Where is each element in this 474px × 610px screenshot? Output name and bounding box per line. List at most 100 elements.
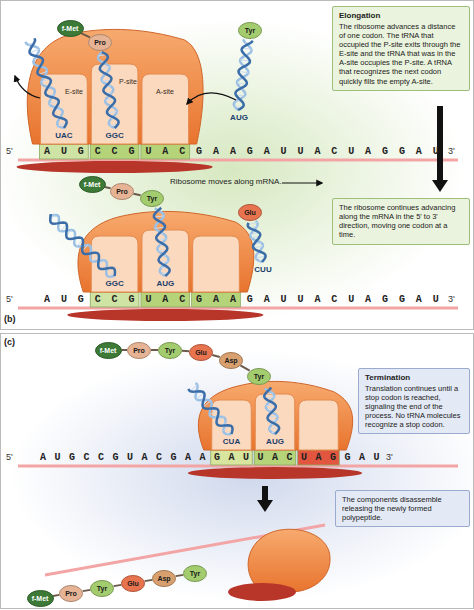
- amino-acid: f-Met: [57, 20, 84, 37]
- peptide-bond: [151, 349, 158, 351]
- background-haze: [0, 18, 465, 322]
- peptide-bond: [176, 575, 184, 576]
- panel-letter: (c): [4, 337, 15, 347]
- amino-acid-name: Tyr: [245, 27, 255, 34]
- callout-heading: Elongation: [339, 11, 463, 21]
- amino-acid-name: Pro: [65, 590, 77, 597]
- amino-acid: Tyr: [140, 190, 164, 207]
- amino-acid-name: f-Met: [84, 181, 101, 188]
- amino-acid-name: Tyr: [165, 347, 175, 354]
- small-subunit: [188, 467, 363, 479]
- callout-text: Translation continues until a stop codon…: [365, 384, 463, 430]
- site-label: E-site: [65, 88, 83, 96]
- strand-end-label: 3': [386, 452, 393, 462]
- ribosome-site: [193, 236, 240, 292]
- trna-strand: [49, 215, 114, 277]
- amino-acid: Pro: [110, 183, 134, 200]
- amino-acid: Pro: [59, 585, 83, 602]
- callout-box: TerminationTranslation continues until a…: [358, 368, 470, 434]
- peptide-bond: [240, 365, 249, 370]
- amino-acid: f-Met: [95, 342, 122, 359]
- amino-acid: Tyr: [90, 580, 114, 597]
- amino-acid-outline: [89, 34, 112, 50]
- site-label: A-site: [156, 88, 174, 96]
- amino-acid-name: Tyr: [147, 195, 157, 202]
- trna-rung: [107, 111, 117, 113]
- trna-strand: [154, 208, 170, 276]
- peptide-bond: [133, 194, 140, 196]
- note-text: Ribosome moves along mRNA.: [170, 177, 282, 186]
- anticodon-label: AUG: [230, 113, 248, 122]
- amino-acid: Glu: [238, 204, 262, 221]
- amino-acid-name: Glu: [127, 580, 139, 587]
- trna-strand: [100, 52, 119, 128]
- large-subunit: [27, 29, 203, 144]
- motion-arrow: [15, 76, 40, 98]
- amino-acid-name: Pro: [116, 188, 128, 195]
- trna-helix: [25, 38, 66, 128]
- trna-strand: [50, 214, 115, 276]
- callout-text: The components disassemble releasing the…: [342, 495, 463, 522]
- amino-acid-outline: [128, 342, 151, 358]
- peptide-bond: [212, 355, 220, 357]
- mrna-sequence: AUGCCGUACGAAGAUUACUAGGAU: [44, 146, 450, 158]
- ribosome-site: [41, 74, 88, 144]
- amino-acid-name: Tyr: [97, 585, 107, 592]
- trna-helix: [189, 383, 233, 434]
- callout-box: The ribosome continues advancing along t…: [332, 198, 470, 245]
- callout-box: ElongationThe ribosome advances a distan…: [332, 6, 470, 91]
- trna-strand: [248, 223, 266, 262]
- amino-acid-name: f-Met: [32, 595, 49, 602]
- amino-acid: Glu: [121, 575, 145, 592]
- trna-helix: [248, 221, 266, 262]
- amino-acid-name: f-Met: [62, 25, 79, 32]
- amino-acid: Tyr: [238, 22, 262, 39]
- trna-helix: [49, 214, 115, 276]
- amino-acid-outline: [141, 190, 164, 206]
- peptide-bond: [83, 590, 91, 591]
- callout-text: The ribosome advances a distance of one …: [339, 22, 463, 86]
- amino-acid: Tyr: [183, 565, 207, 582]
- amino-acid-outline: [220, 352, 243, 368]
- step-arrow: [257, 486, 273, 512]
- amino-acid-name: Asp: [157, 575, 170, 582]
- anticodon-label: AUG: [266, 437, 284, 446]
- trna-rung: [154, 216, 164, 217]
- trna-strand: [264, 388, 279, 434]
- trna-helix: [98, 52, 119, 128]
- amino-acid: Pro: [88, 34, 112, 51]
- large-subunit: [248, 529, 330, 592]
- anticodon-label: CUA: [223, 437, 240, 446]
- amino-acid: f-Met: [79, 176, 106, 193]
- small-subunit: [228, 583, 296, 601]
- strand-end-label: 5': [6, 294, 13, 304]
- amino-acid: Tyr: [247, 368, 271, 385]
- trna-helix: [154, 208, 170, 276]
- peptide-bond: [145, 580, 153, 581]
- trna-strand: [235, 41, 252, 110]
- amino-acid-name: Tyr: [190, 570, 200, 577]
- direction-arrow: [282, 182, 322, 183]
- anticodon-label: GGC: [105, 131, 123, 140]
- anticodon-label: AUG: [156, 279, 174, 288]
- amino-acid-outline: [91, 580, 114, 596]
- peptide-bond: [53, 595, 59, 596]
- peptide-bond: [105, 187, 111, 188]
- amino-acid-name: Asp: [224, 357, 237, 364]
- anticodon-label: CUU: [254, 265, 271, 274]
- amino-acid-name: Tyr: [254, 373, 264, 380]
- ribosome-site: [299, 400, 339, 450]
- callout-heading: Termination: [365, 373, 463, 383]
- strand-end-label: 5': [6, 452, 13, 462]
- amino-acid: Asp: [219, 352, 243, 369]
- anticodon-label: UAC: [55, 131, 72, 140]
- amino-acid-name: Pro: [94, 39, 106, 46]
- mrna-sequence: AUGCCGUACGAAGAUUACUAGGAU: [44, 294, 450, 306]
- background-haze: [10, 350, 474, 602]
- amino-acid-outline: [239, 22, 262, 38]
- amino-acid-outline: [159, 342, 182, 358]
- amino-acid-name: Glu: [195, 349, 207, 356]
- panel-frame: [1, 334, 474, 609]
- peptide-bond: [122, 349, 128, 351]
